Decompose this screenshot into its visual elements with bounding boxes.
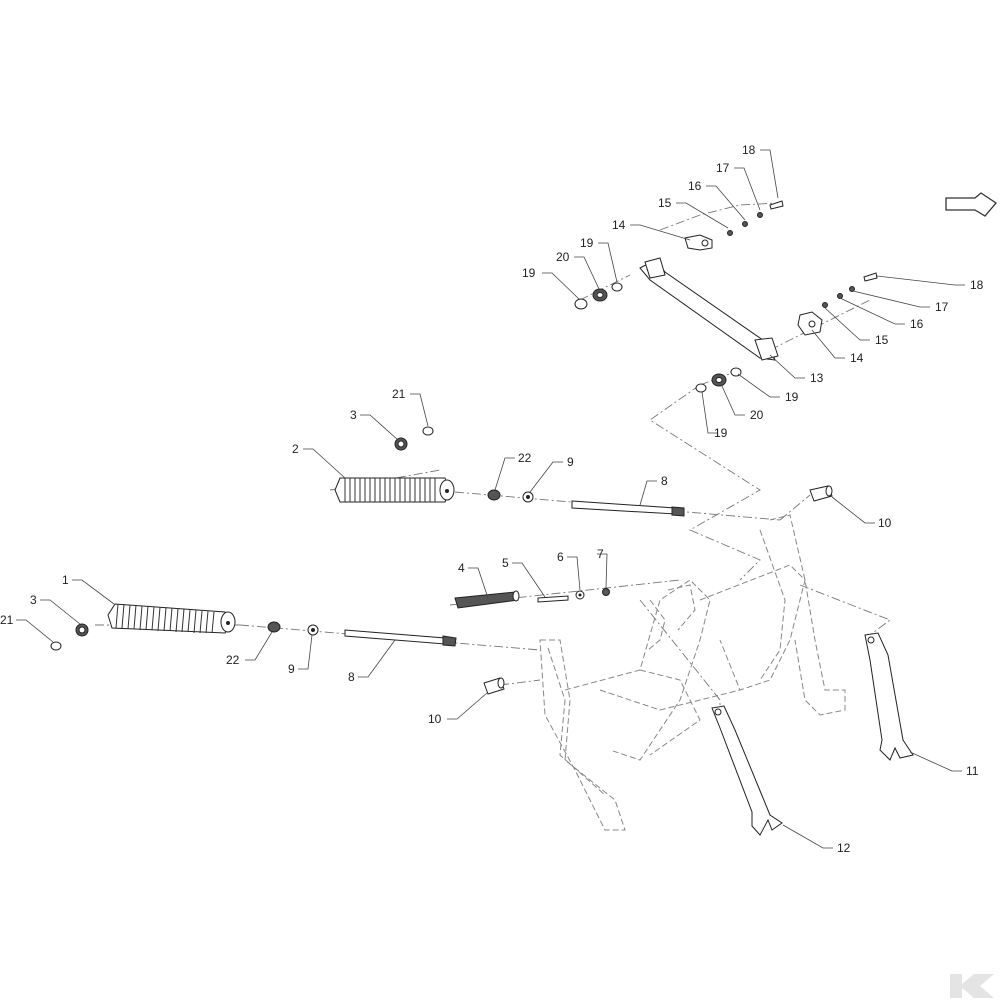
- callout-18: 18: [742, 143, 756, 157]
- washer-9-lower: [307, 624, 319, 636]
- spring-1: [107, 603, 236, 634]
- washer-6: [575, 590, 585, 600]
- callout-19: 19: [785, 390, 799, 404]
- callout-22: 22: [226, 653, 240, 667]
- spring-4: [454, 590, 520, 609]
- callout-16: 16: [910, 317, 924, 331]
- callout-4: 4: [458, 561, 465, 575]
- nut-22-lower: [267, 621, 281, 633]
- nut-3-upper: [394, 437, 408, 451]
- callout-10: 10: [878, 516, 892, 530]
- callout-labels: 18 17 16 15 14 19 20 19 18 17 16 15 14 1…: [0, 143, 984, 855]
- callout-12: 12: [837, 841, 851, 855]
- callout-9: 9: [567, 455, 574, 469]
- rod-5: [537, 595, 569, 603]
- callout-16: 16: [688, 179, 702, 193]
- bushings-lower: [695, 367, 742, 393]
- callout-19: 19: [522, 266, 536, 280]
- callout-21: 21: [0, 613, 14, 627]
- rod-8-lower: [344, 629, 457, 647]
- pin-bracket-14-lower: [797, 311, 823, 336]
- callout-10: 10: [428, 712, 442, 726]
- callout-9: 9: [288, 662, 295, 676]
- bushing-10-lower: [483, 677, 505, 695]
- main-frame: [539, 514, 846, 831]
- callout-17: 17: [935, 300, 949, 314]
- callout-19: 19: [714, 426, 728, 440]
- k-logo-icon: [950, 974, 994, 998]
- linkage-11: [864, 632, 914, 761]
- callout-5: 5: [502, 556, 509, 570]
- rod-8-upper: [571, 500, 685, 517]
- callout-7: 7: [597, 547, 604, 561]
- pin-bracket-14-upper: [684, 234, 713, 251]
- callout-14: 14: [850, 351, 864, 365]
- link-arm-13: [639, 257, 779, 361]
- callout-3: 3: [30, 593, 37, 607]
- cap-21-upper: [422, 426, 434, 436]
- bushings-upper: [574, 282, 623, 310]
- callout-6: 6: [557, 550, 564, 564]
- linkage-12: [711, 705, 783, 836]
- nut-3-lower: [75, 623, 89, 637]
- hardware-upper: [727, 200, 784, 236]
- bushing-10-upper: [809, 485, 833, 502]
- hardware-lower: [822, 272, 878, 308]
- callout-13: 13: [810, 371, 824, 385]
- callout-18: 18: [970, 278, 984, 292]
- callout-1: 1: [62, 573, 69, 587]
- callout-20: 20: [750, 408, 764, 422]
- washer-9-upper: [522, 491, 534, 503]
- callout-21: 21: [392, 387, 406, 401]
- callout-15: 15: [658, 196, 672, 210]
- assembly-lines: [95, 202, 891, 712]
- nut-7: [602, 588, 610, 596]
- nut-22-upper: [487, 489, 501, 501]
- orientation-arrow-icon: [945, 192, 997, 217]
- callout-11: 11: [966, 764, 979, 778]
- callout-20: 20: [556, 250, 570, 264]
- callout-19: 19: [580, 236, 594, 250]
- leader-lines: [16, 149, 965, 849]
- callout-15: 15: [875, 333, 889, 347]
- callout-14: 14: [612, 218, 626, 232]
- callout-3: 3: [350, 408, 357, 422]
- callout-22: 22: [518, 451, 532, 465]
- callout-2: 2: [292, 442, 299, 456]
- callout-8: 8: [661, 474, 668, 488]
- cap-21-lower: [50, 641, 62, 651]
- spring-2: [334, 477, 455, 503]
- callout-17: 17: [716, 161, 730, 175]
- callout-8: 8: [348, 670, 355, 684]
